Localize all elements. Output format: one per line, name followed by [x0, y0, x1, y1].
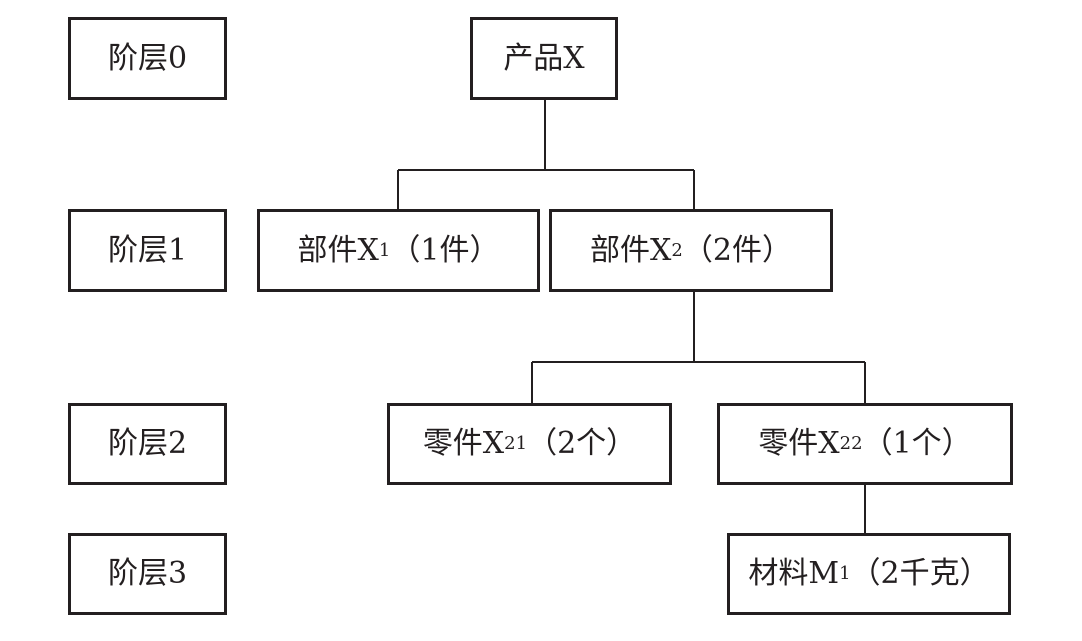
- level-label-2: 阶层2: [68, 403, 227, 485]
- node-component-x1-qty: （1件）: [390, 232, 500, 268]
- level-label-1: 阶层1: [68, 209, 227, 292]
- node-part-x21-qty: （2个）: [527, 426, 637, 461]
- level-label-1-text: 阶层1: [107, 232, 188, 268]
- node-component-x2-qty: （2件）: [682, 232, 792, 268]
- node-material-m1-qty: （2千克）: [850, 556, 990, 591]
- node-component-x1-name: 部件X: [297, 232, 379, 268]
- node-product-x-name: 产品X: [503, 40, 585, 76]
- node-part-x21-name: 零件X: [422, 426, 505, 461]
- level-label-0-text: 阶层0: [107, 40, 188, 76]
- node-material-m1-name: 材料M: [748, 556, 840, 591]
- node-part-x22-qty: （1个）: [862, 426, 972, 461]
- node-part-x22-name: 零件X: [758, 426, 840, 461]
- node-component-x2-name: 部件X: [590, 232, 672, 268]
- level-label-3-text: 阶层3: [107, 556, 188, 591]
- level-label-0: 阶层0: [68, 17, 227, 100]
- node-product-x: 产品X: [470, 17, 618, 100]
- level-label-2-text: 阶层2: [107, 426, 188, 461]
- level-label-3: 阶层3: [68, 533, 227, 615]
